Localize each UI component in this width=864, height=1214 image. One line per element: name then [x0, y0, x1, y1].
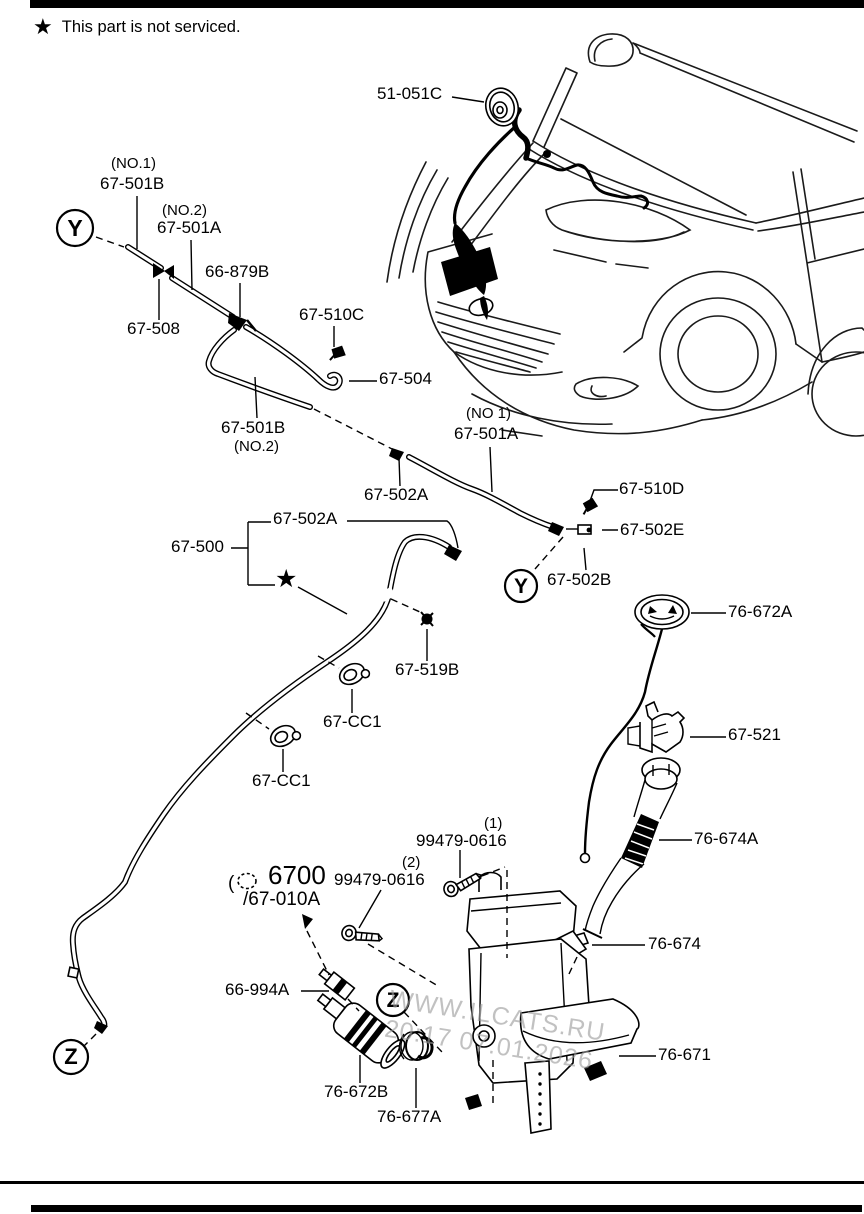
connector-67-502A-lower [444, 545, 462, 561]
part-label-67-502A-assembly: 67-502A [273, 509, 338, 528]
top-border-bar [30, 0, 864, 8]
part-label-51-051C: 51-051C [377, 84, 443, 103]
part-label-99479-0616-1: 99479-0616 [416, 831, 507, 850]
star-icon: ★ [33, 14, 53, 39]
part-label-67-501B-no2: 67-501B [221, 418, 286, 437]
front-wheel [659, 297, 777, 411]
joint-67-508 [153, 263, 165, 278]
tube-fittings [67, 263, 600, 1034]
part-label-67-CC1-upper: 67-CC1 [323, 712, 382, 731]
part-label-67-501A-no2: 67-501A [157, 218, 222, 237]
part-label-76-674A: 76-674A [694, 829, 759, 848]
bottom-thin-rule [0, 1181, 864, 1184]
grille-slats [435, 301, 561, 373]
dashed-reference-lines [83, 236, 578, 1104]
part-label-67-502B: 67-502B [547, 570, 612, 589]
screw-99479-0616-2 [339, 921, 384, 953]
star-icon: ★ [275, 565, 298, 593]
grommet-51-051C [484, 87, 520, 127]
part-label-66-879B: 66-879B [205, 262, 270, 281]
not-serviced-text: This part is not serviced. [61, 17, 241, 36]
part-label-67-521: 67-521 [728, 725, 781, 744]
fitting-67-502B [548, 522, 564, 536]
bottom-border-bar [31, 1205, 862, 1212]
part-label-99479-0616-2: 99479-0616 [334, 870, 425, 889]
part-qualifier-67-501B-no1: (NO.1) [111, 155, 156, 172]
not-serviced-note: ★ This part is not serviced. [33, 16, 241, 38]
view-marker-y-left: Y [55, 208, 95, 248]
part-label-67-519B: 67-519B [395, 660, 460, 679]
view-marker-z-left: Z [52, 1038, 90, 1076]
part-qualifier-99479-0616-1: (1) [484, 815, 503, 832]
clamp-67-CC1-upper [335, 657, 372, 690]
tether-end-ring [579, 852, 591, 864]
part-label-67-504: 67-504 [379, 369, 432, 388]
part-label-67-510D: 67-510D [619, 479, 685, 498]
part-qualifier-67-501B-no2: (NO.2) [234, 438, 279, 455]
part-qualifier-99479-0616-2: (2) [402, 854, 421, 871]
clip-67-510C [328, 343, 349, 364]
leader-lines [136, 96, 726, 1108]
tube-joint [67, 966, 80, 979]
front-bumper [453, 351, 703, 437]
figure-ref-6700-glyphs: ( [228, 872, 313, 929]
part-label-67-502A-mid: 67-502A [364, 485, 429, 504]
grommet-76-677A [398, 1031, 434, 1061]
part-label-66-994A: 66-994A [225, 980, 290, 999]
part-label-76-672A: 76-672A [728, 602, 793, 621]
part-qualifier-67-501A-no1: (NO 1) [466, 405, 511, 422]
part-label-67-500: 67-500 [171, 537, 224, 556]
part-label-67-501A-no1: 67-501A [454, 424, 519, 443]
clip-67-521 [627, 700, 686, 754]
washer-hose-on-car [452, 107, 650, 320]
reservoir-cap-76-672A [634, 594, 690, 638]
washer-pump-76-672B [316, 993, 406, 1069]
view-marker-y-mid: Y [503, 568, 539, 604]
part-label-67-502E: 67-502E [620, 520, 685, 539]
view-marker-z-letter: Z [387, 989, 400, 1012]
joint-66-879B [228, 313, 247, 331]
part-label-67-CC1-lower: 67-CC1 [252, 771, 311, 790]
rear-wheel [811, 351, 864, 437]
part-label-67-501B-no1: 67-501B [100, 174, 165, 193]
view-marker-y-letter: Y [514, 575, 528, 598]
part-qualifier-67-501A-no2: (NO.2) [162, 202, 207, 219]
cap-tether-cable [583, 628, 664, 854]
figure-ref-67-010A: /67-010A [243, 889, 321, 910]
fitting-66-994A [318, 967, 356, 1002]
tube-end-fitting [94, 1021, 108, 1034]
clamp-67-CC1-lower [266, 719, 303, 752]
view-marker-y-letter: Y [67, 215, 82, 241]
washer-tank-76-671 [465, 871, 640, 1134]
fog-lamp [573, 376, 640, 400]
connector-67-502A-upper [389, 448, 404, 461]
part-label-76-677A: 76-677A [377, 1107, 442, 1126]
part-label-76-672B: 76-672B [324, 1082, 389, 1101]
headlight [545, 199, 692, 269]
view-marker-z-letter: Z [64, 1044, 77, 1069]
dashed-circle-icon [237, 872, 257, 890]
part-label-76-674: 76-674 [648, 934, 701, 953]
side-mirror [587, 33, 634, 67]
washer-tubes [73, 247, 553, 1027]
filler-neck-76-674A [582, 757, 681, 939]
part-label-76-671: 76-671 [658, 1045, 711, 1064]
pointer-arrow-icon [302, 914, 313, 929]
part-label-67-508: 67-508 [127, 319, 180, 338]
figure-ref-6700: 6700 [268, 860, 326, 890]
view-marker-z-mid: Z [375, 982, 411, 1018]
part-label-67-510C: 67-510C [299, 305, 365, 324]
paren-glyph: ( [228, 873, 235, 894]
